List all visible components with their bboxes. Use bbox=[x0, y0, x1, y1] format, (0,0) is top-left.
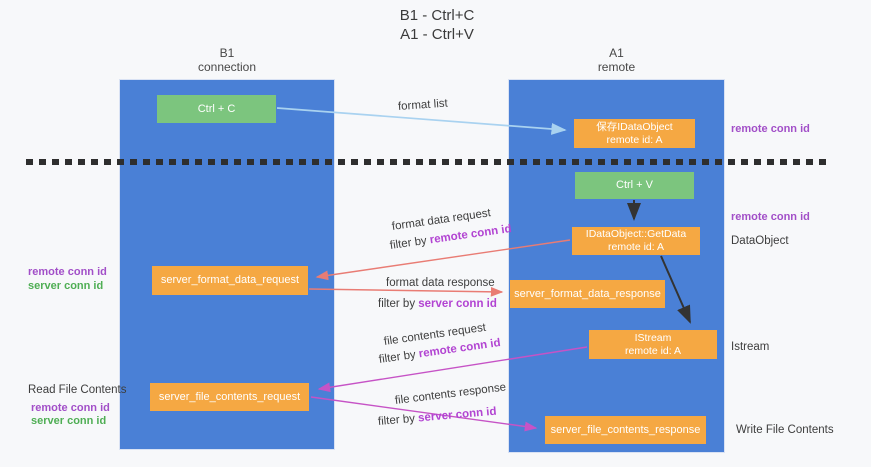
node-istream: IStream remote id: A bbox=[589, 330, 717, 359]
label-read-file-contents: Read File Contents bbox=[28, 384, 127, 396]
node-server-file-contents-response: server_file_contents_response bbox=[545, 416, 706, 444]
label-left-format-server-conn-id: server conn id bbox=[28, 280, 104, 292]
node-istream-line2: remote id: A bbox=[624, 344, 682, 357]
column-a1-role: remote bbox=[597, 60, 636, 74]
node-getdata-line1: IDataObject::GetData bbox=[585, 228, 687, 240]
filter-by-text: filter by bbox=[378, 298, 419, 310]
flow-label-format-response-filter: filter by server conn id bbox=[378, 298, 497, 310]
flow-label-file-response-filter: filter by server conn id bbox=[377, 406, 496, 428]
column-b1-name: B1 bbox=[219, 46, 235, 60]
node-getdata-line2: remote id: A bbox=[607, 241, 665, 253]
node-server-format-data-response: server_format_data_response bbox=[510, 280, 665, 308]
column-a1-name: A1 bbox=[609, 46, 624, 60]
flow-label-format-list: format list bbox=[397, 97, 449, 113]
label-left-file-remote-conn-id: remote conn id bbox=[31, 402, 110, 414]
node-format-response-label: server_format_data_response bbox=[514, 287, 661, 300]
label-left-file-server-conn-id: server conn id bbox=[31, 415, 107, 427]
node-ctrl-v: Ctrl + V bbox=[575, 172, 694, 199]
server-conn-id-key: server conn id bbox=[417, 405, 497, 425]
filter-by-text: filter by bbox=[389, 234, 431, 252]
label-dataobject: DataObject bbox=[731, 235, 789, 247]
flow-label-file-contents-response: file contents response bbox=[394, 381, 507, 407]
label-remote-conn-id-mid: remote conn id bbox=[731, 211, 810, 223]
node-file-request-label: server_file_contents_request bbox=[158, 390, 301, 403]
flow-label-format-data-response: format data response bbox=[386, 277, 495, 289]
page-title: B1 - Ctrl+C A1 - Ctrl+V bbox=[332, 6, 542, 44]
node-idataobject-getdata: IDataObject::GetData remote id: A bbox=[572, 227, 700, 255]
node-server-format-data-request: server_format_data_request bbox=[152, 266, 308, 295]
node-file-response-label: server_file_contents_response bbox=[550, 423, 701, 436]
node-istream-line1: IStream bbox=[634, 331, 672, 344]
node-save-idataobject: 保存IDataObject remote id: A bbox=[574, 119, 695, 148]
label-remote-conn-id-top: remote conn id bbox=[731, 123, 810, 135]
page-title-line1: B1 - Ctrl+C bbox=[399, 7, 475, 24]
arrow-format-request-to-format-response bbox=[308, 286, 504, 297]
page-title-line2: A1 - Ctrl+V bbox=[400, 26, 474, 43]
filter-by-text: filter by bbox=[378, 348, 420, 366]
node-ctrl-c-label: Ctrl + C bbox=[197, 102, 236, 115]
column-header-b1: B1 connection bbox=[119, 46, 335, 74]
session-divider-dashed-line bbox=[26, 159, 830, 165]
node-server-file-contents-request: server_file_contents_request bbox=[150, 383, 309, 411]
server-conn-id-key: server conn id bbox=[418, 298, 497, 310]
label-left-format-remote-conn-id: remote conn id bbox=[28, 266, 107, 278]
column-header-a1: A1 remote bbox=[508, 46, 725, 74]
label-write-file-contents: Write File Contents bbox=[736, 424, 834, 436]
filter-by-text: filter by bbox=[377, 412, 419, 428]
node-save-idataobject-line2: remote id: A bbox=[606, 133, 663, 146]
node-format-request-label: server_format_data_request bbox=[160, 274, 300, 286]
node-ctrl-v-label: Ctrl + V bbox=[616, 179, 653, 191]
node-save-idataobject-line1: 保存IDataObject bbox=[596, 120, 673, 133]
node-ctrl-c: Ctrl + C bbox=[157, 95, 276, 123]
remote-conn-id-key: remote conn id bbox=[429, 222, 513, 247]
column-b1-role: connection bbox=[197, 60, 257, 74]
label-istream: Istream bbox=[731, 341, 770, 353]
